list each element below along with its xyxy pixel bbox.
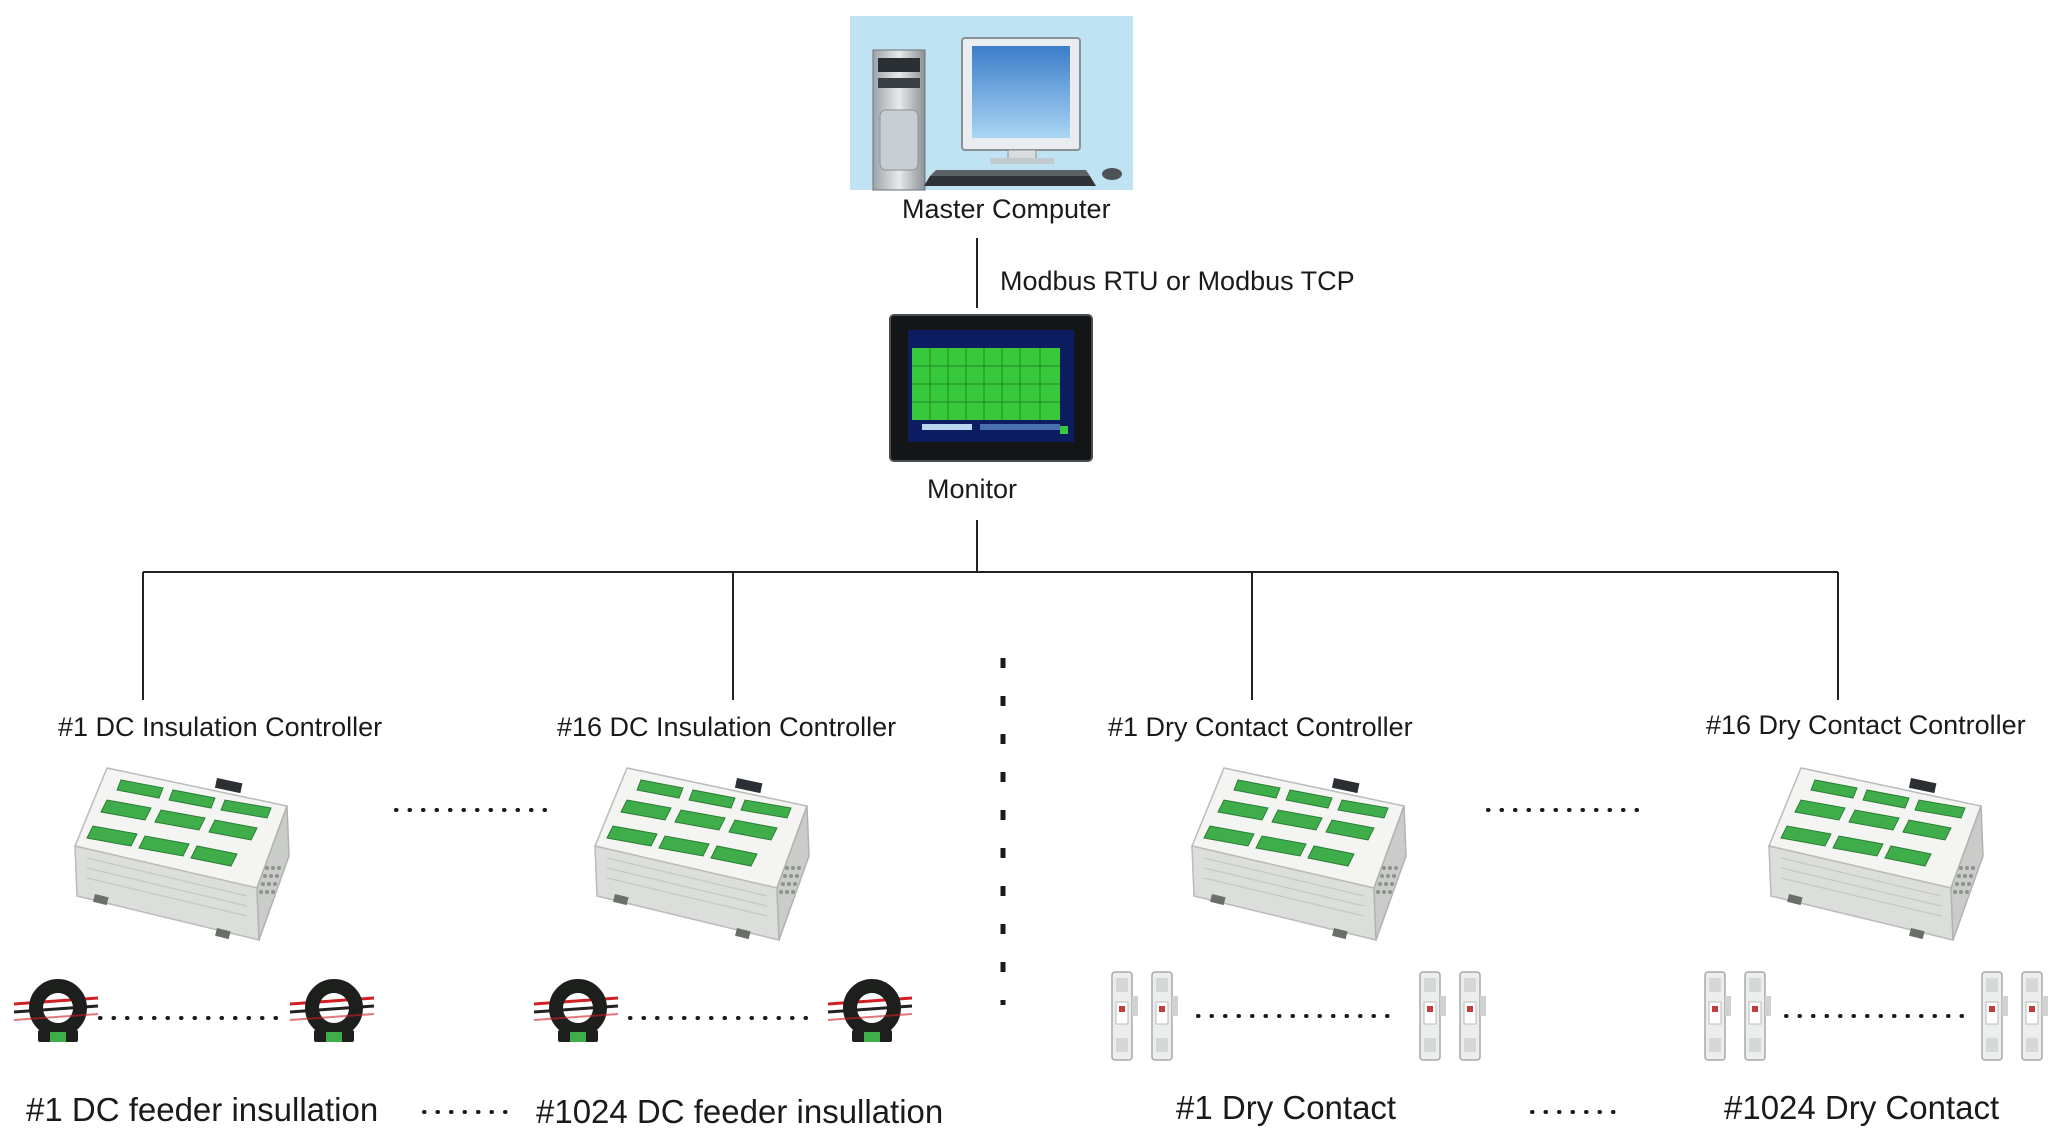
protocol-label: Modbus RTU or Modbus TCP: [1000, 266, 1355, 296]
endpoint-label-1: #1 DC feeder insullation: [26, 1091, 379, 1128]
controller-label-4: #16 Dry Contact Controller: [1706, 710, 2026, 740]
current-transformer-icon: [14, 986, 912, 1042]
desktop-computer-icon: [850, 16, 1133, 191]
controller-label-1: #1 DC Insulation Controller: [58, 712, 383, 742]
bus-wiring: [142, 238, 1839, 700]
controller-16-dc-insulation: [594, 767, 810, 941]
controller-label-3: #1 Dry Contact Controller: [1108, 712, 1413, 742]
controller-1-dc-insulation: [74, 767, 290, 941]
endpoint-label-4: #1024 Dry Contact: [1724, 1089, 2000, 1126]
controller-1-dry-contact: [1191, 767, 1407, 941]
monitor-label: Monitor: [927, 474, 1018, 504]
touchscreen-monitor-icon: [889, 314, 1093, 462]
controller-label-2: #16 DC Insulation Controller: [557, 712, 897, 742]
endpoint-label-2: #1024 DC feeder insullation: [536, 1093, 944, 1130]
endpoint-label-3: #1 Dry Contact: [1176, 1089, 1397, 1126]
controller-16-dry-contact: [1768, 767, 1984, 941]
master-computer-label: Master Computer: [902, 194, 1111, 224]
